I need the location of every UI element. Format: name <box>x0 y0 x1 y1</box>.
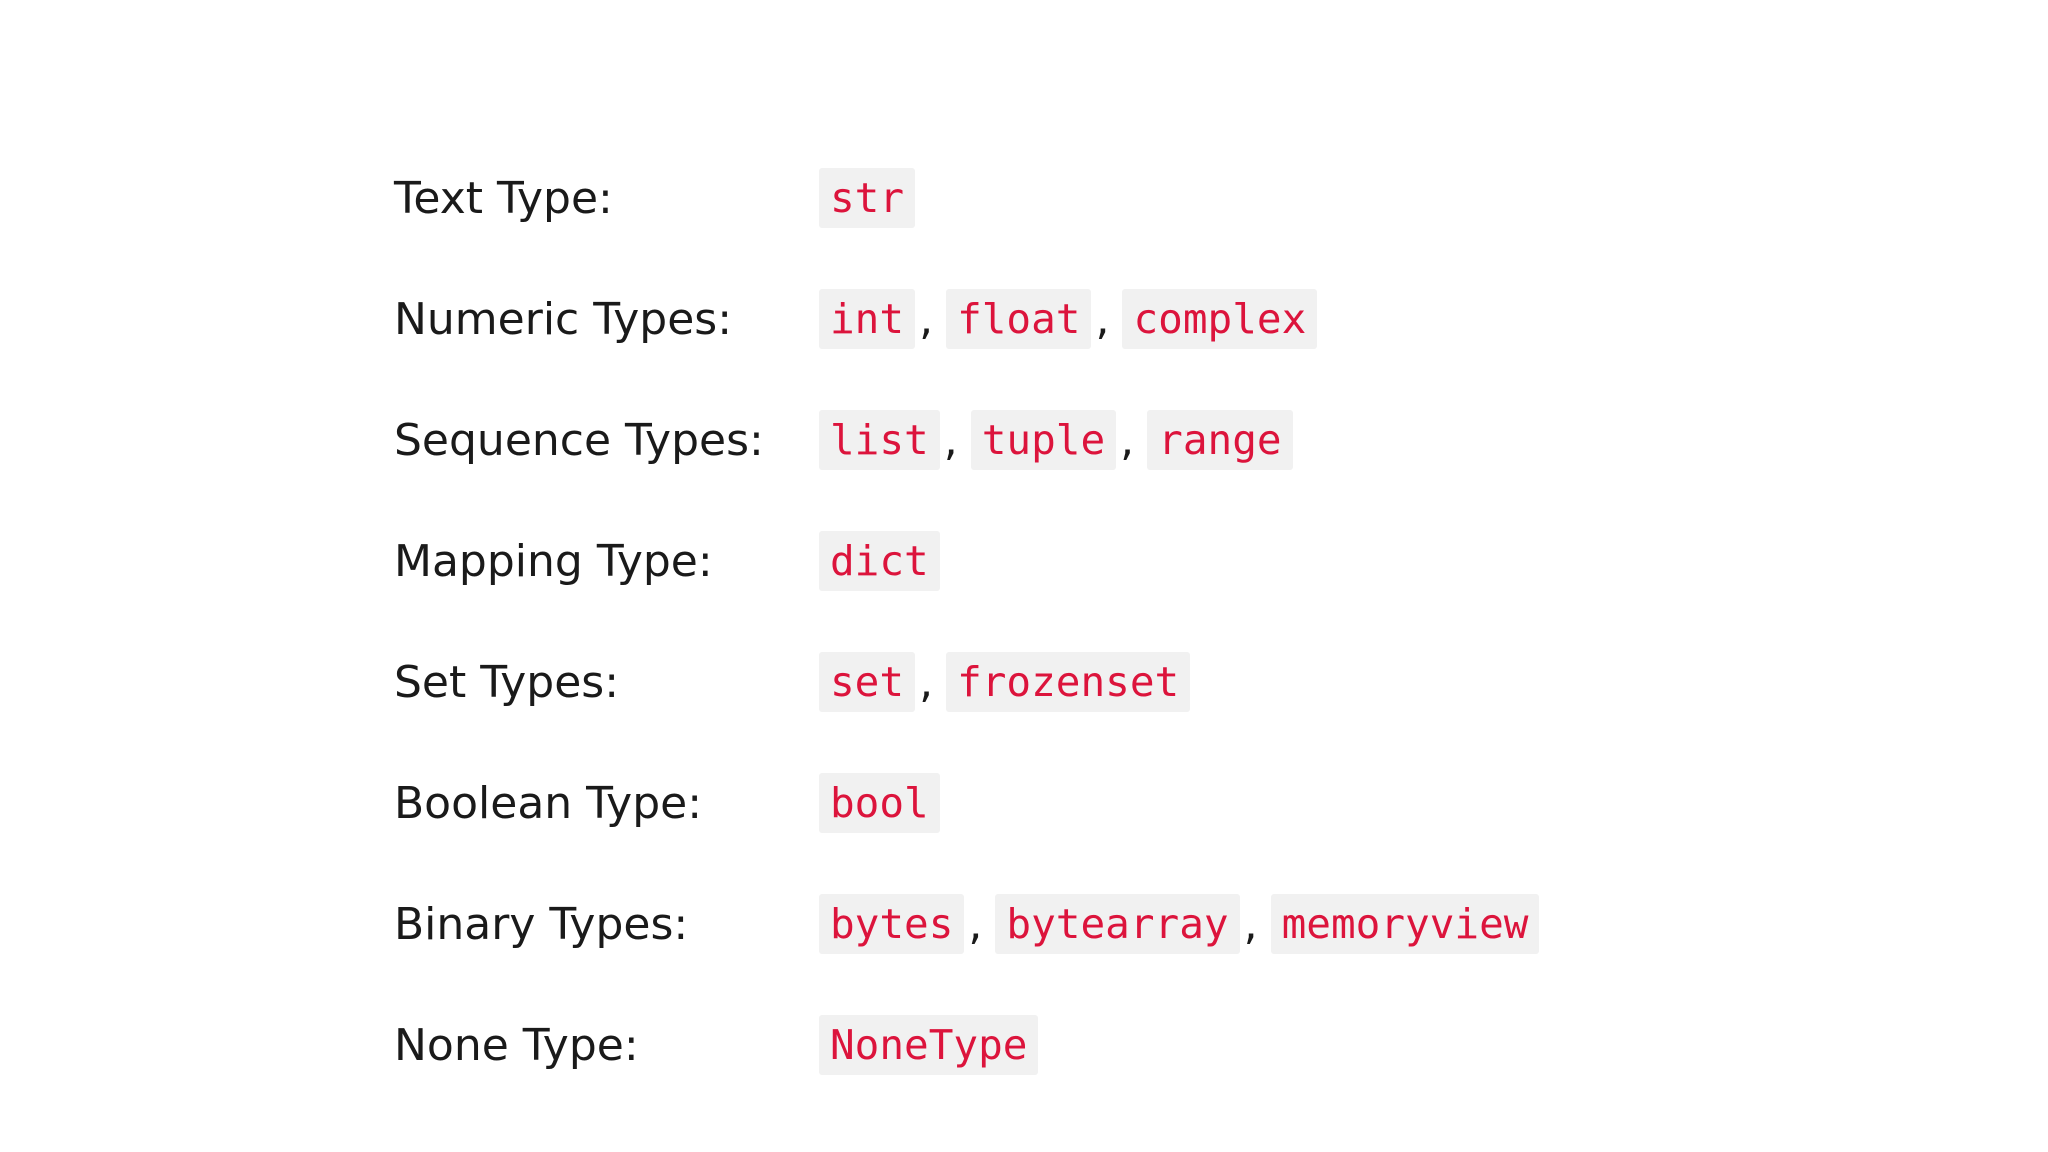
type-row-boolean: Boolean Type: bool <box>394 763 1794 843</box>
code-value: range <box>1147 410 1293 470</box>
type-label: None Type: <box>394 1019 639 1071</box>
type-values: list , tuple , range <box>819 410 1293 470</box>
type-label: Sequence Types: <box>394 414 764 466</box>
code-value: float <box>946 289 1092 349</box>
type-row-sequence: Sequence Types: list , tuple , range <box>394 400 1794 480</box>
separator: , <box>919 293 934 345</box>
type-values: str <box>819 168 916 228</box>
type-values: bool <box>819 773 940 833</box>
code-value: frozenset <box>946 652 1191 712</box>
type-values: NoneType <box>819 1015 1039 1075</box>
type-values: set , frozenset <box>819 652 1191 712</box>
type-label: Numeric Types: <box>394 293 733 345</box>
code-value: memoryview <box>1270 894 1540 954</box>
code-value: dict <box>819 531 940 591</box>
code-value: list <box>819 410 940 470</box>
type-row-none: None Type: NoneType <box>394 1005 1794 1085</box>
type-values: bytes , bytearray , memoryview <box>819 894 1540 954</box>
type-values: int , float , complex <box>819 289 1318 349</box>
code-value: tuple <box>970 410 1117 470</box>
type-label: Set Types: <box>394 656 620 708</box>
type-row-set: Set Types: set , frozenset <box>394 642 1794 722</box>
code-value: bytes <box>819 894 965 954</box>
code-value: int <box>819 289 916 349</box>
type-row-text: Text Type: str <box>394 158 1794 238</box>
type-row-mapping: Mapping Type: dict <box>394 521 1794 601</box>
separator: , <box>968 898 983 950</box>
separator: , <box>919 656 934 708</box>
code-value: set <box>819 652 916 712</box>
type-label: Text Type: <box>394 172 613 224</box>
type-label: Binary Types: <box>394 898 689 950</box>
code-value: str <box>819 168 916 228</box>
code-value: bytearray <box>995 894 1240 954</box>
separator: , <box>1120 414 1135 466</box>
separator: , <box>943 414 958 466</box>
code-value: NoneType <box>819 1015 1039 1075</box>
type-label: Boolean Type: <box>394 777 703 829</box>
type-values: dict <box>819 531 940 591</box>
type-label: Mapping Type: <box>394 535 713 587</box>
type-row-numeric: Numeric Types: int , float , complex <box>394 279 1794 359</box>
separator: , <box>1095 293 1110 345</box>
code-value: bool <box>819 773 940 833</box>
type-row-binary: Binary Types: bytes , bytearray , memory… <box>394 884 1794 964</box>
code-value: complex <box>1122 289 1318 349</box>
separator: , <box>1243 898 1258 950</box>
python-data-types-table: Text Type: str Numeric Types: int , floa… <box>394 158 1794 1126</box>
